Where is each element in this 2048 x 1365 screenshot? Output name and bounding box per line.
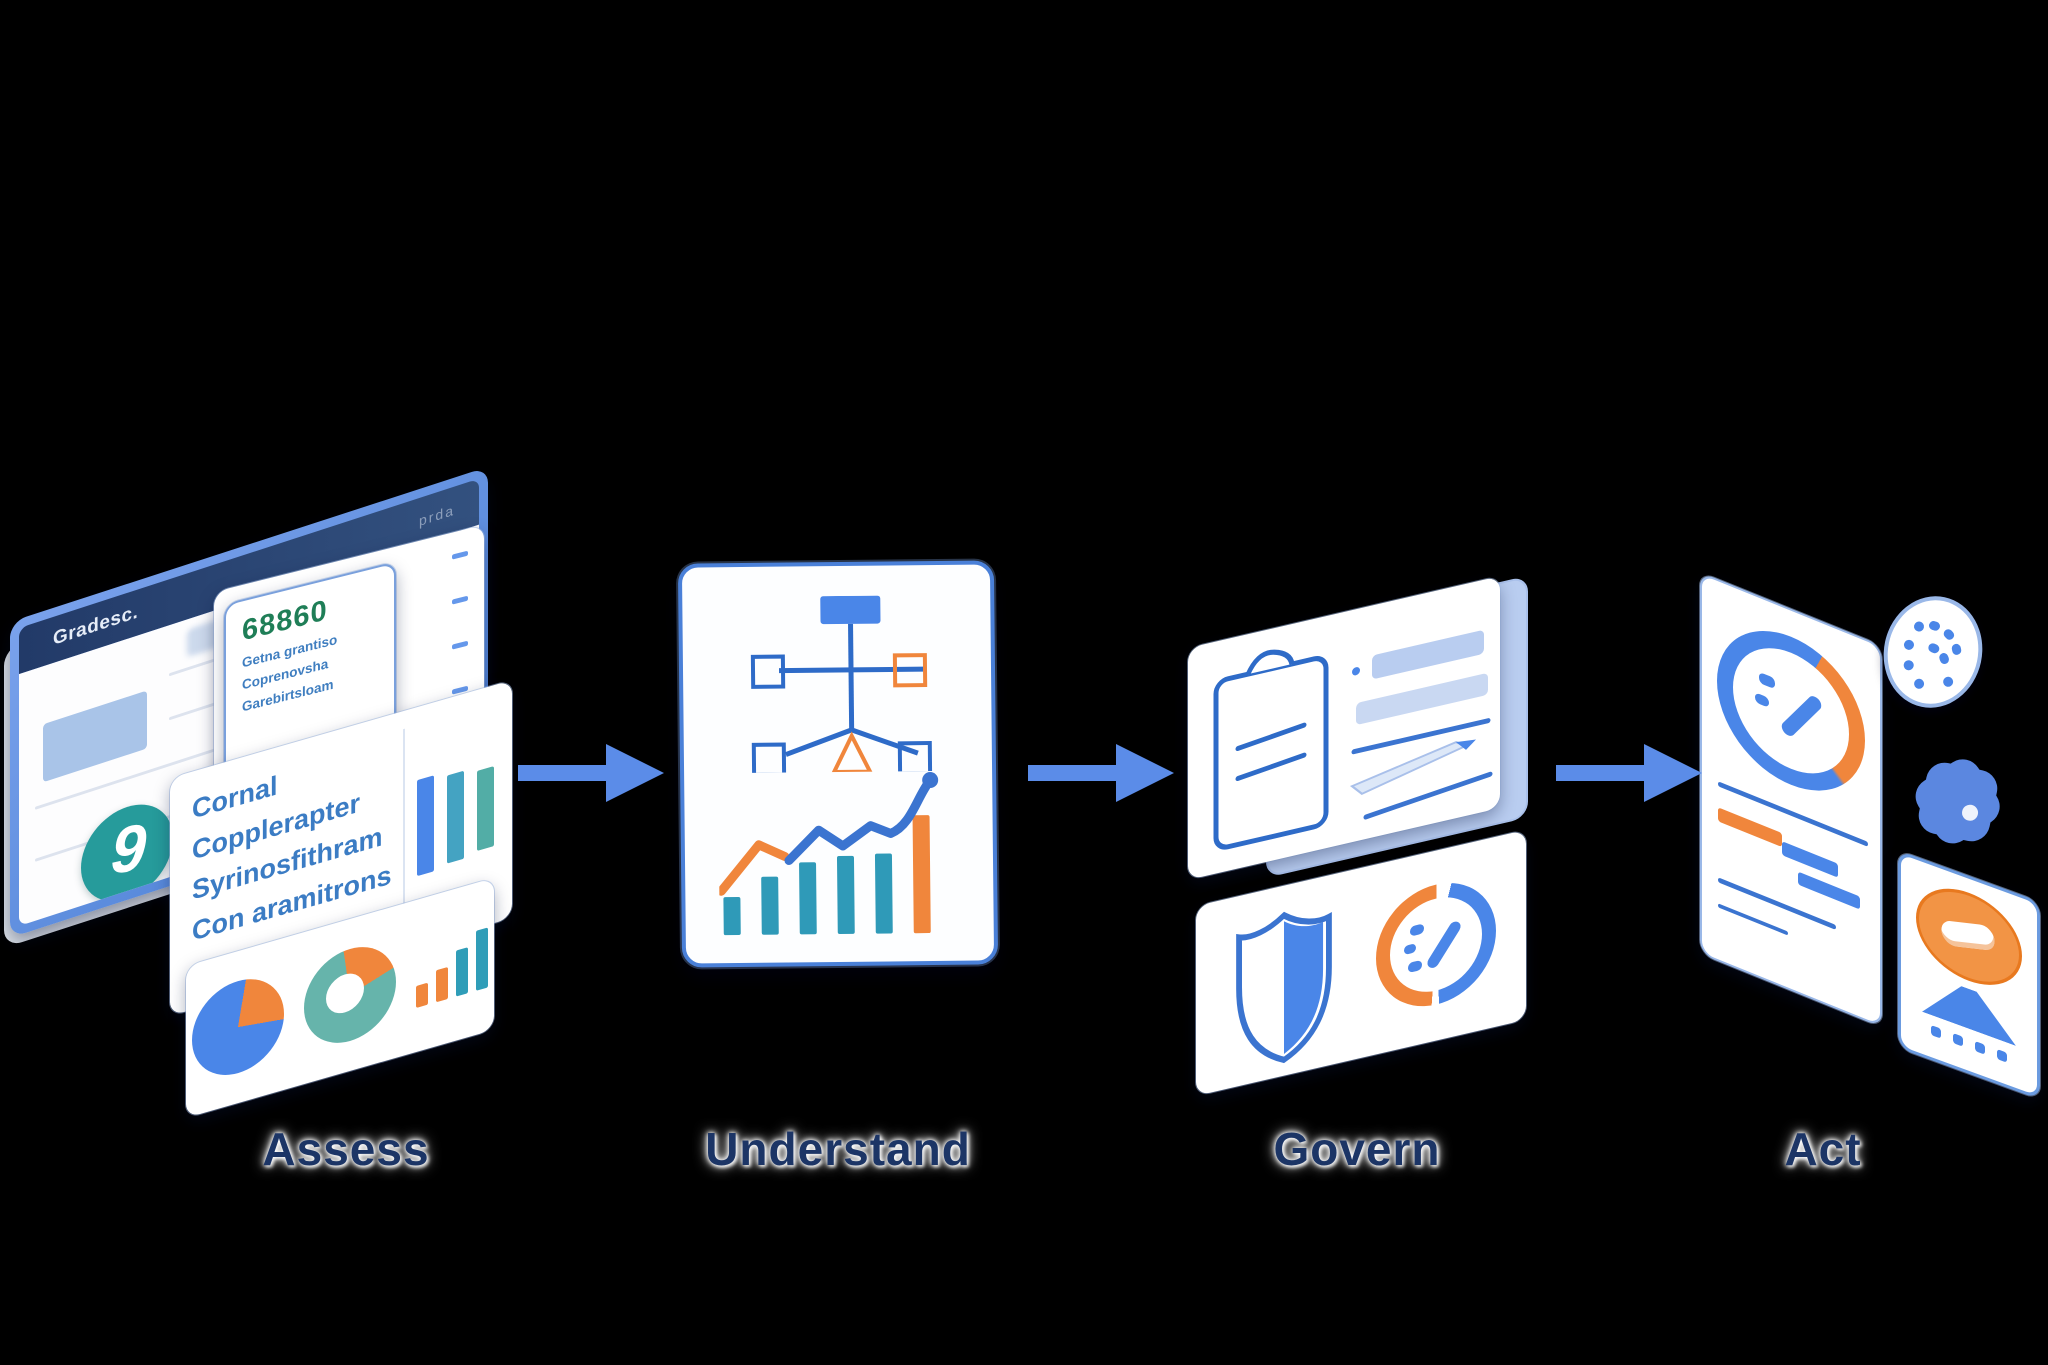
stage-label-assess: Assess <box>262 1123 430 1175</box>
radar-dots-icon <box>1873 587 1993 717</box>
arrow-govern-to-act <box>1556 744 1702 802</box>
act-report-card <box>1700 572 1882 1028</box>
bar <box>723 897 741 936</box>
mini-bar-chart <box>416 923 488 1009</box>
browser-title-hint: prda <box>418 501 455 530</box>
report-line <box>1718 781 1868 847</box>
pie-chart-blue <box>192 967 284 1087</box>
bar <box>477 766 494 851</box>
govern-compliance-card <box>1196 829 1526 1096</box>
bar <box>912 815 931 934</box>
bar <box>416 982 428 1009</box>
megaphone-avatar-icon <box>1916 873 2022 1001</box>
bullet-dash-list <box>452 550 468 695</box>
dash-icon <box>452 595 468 605</box>
arrow-assess-to-understand <box>518 744 664 802</box>
bar <box>799 862 817 935</box>
report-line <box>1718 903 1788 936</box>
progress-segment-orange <box>1718 807 1782 848</box>
clipboard-icon <box>1213 656 1329 850</box>
stage-label-govern: Govern <box>1273 1123 1441 1175</box>
gear-icon <box>1901 745 2015 859</box>
bar <box>836 855 855 934</box>
shield-icon <box>1236 911 1332 1064</box>
dash-icon <box>452 550 468 560</box>
bar <box>761 876 779 935</box>
understand-card <box>677 560 999 968</box>
dash-icon <box>452 640 468 650</box>
pencil-icon <box>1349 739 1476 796</box>
progress-ring-check-icon <box>1717 606 1865 815</box>
bar <box>476 927 488 991</box>
govern-policy-card <box>1188 575 1500 880</box>
bar <box>874 853 893 934</box>
progress-segment-blue <box>1798 871 1860 910</box>
arrow-understand-to-govern <box>1028 744 1174 802</box>
org-chart-icon <box>750 595 933 774</box>
progress-ring-check-icon <box>1376 870 1496 1019</box>
growth-chart-icon <box>718 772 939 936</box>
donut-chart-teal <box>304 935 396 1055</box>
policy-graphics <box>1213 630 1493 850</box>
bar <box>447 770 464 864</box>
bar <box>417 775 434 877</box>
image-placeholder <box>43 690 147 783</box>
stage-label-understand: Understand <box>705 1123 971 1175</box>
bar <box>456 947 468 997</box>
progress-segment-blue <box>1782 841 1838 878</box>
bar <box>436 966 448 1003</box>
stage-label-act: Act <box>1784 1123 1862 1175</box>
act-announcement-card <box>1898 850 2040 1100</box>
